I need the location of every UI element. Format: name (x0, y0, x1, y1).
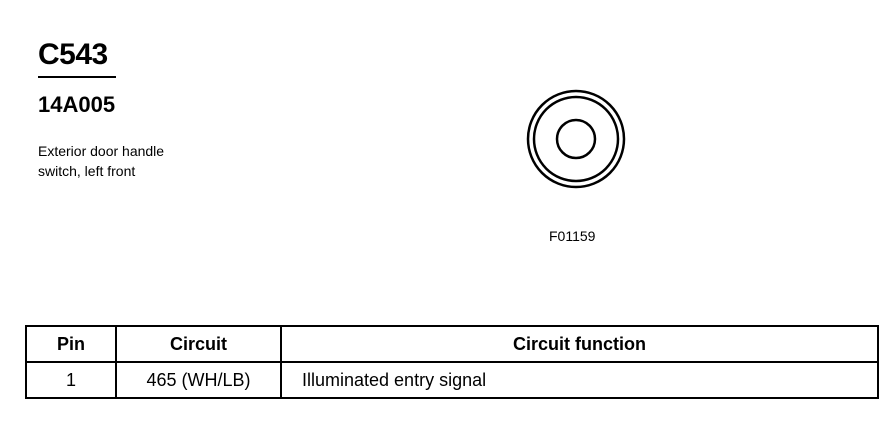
connector-pin-socket (555, 118, 597, 160)
header-circuit-function: Circuit function (280, 325, 879, 363)
header-circuit: Circuit (115, 325, 282, 363)
cell-pin: 1 (25, 361, 117, 399)
pin-table: Pin Circuit Circuit function 1 465 (WH/L… (25, 325, 879, 399)
title-underline (38, 76, 116, 78)
table-header-row: Pin Circuit Circuit function (25, 325, 879, 363)
table-row: 1 465 (WH/LB) Illuminated entry signal (25, 361, 879, 399)
header-pin: Pin (25, 325, 117, 363)
connector-id: C543 (38, 38, 108, 71)
circular-connector-icon (526, 89, 626, 189)
connector-outer-ring (526, 89, 626, 189)
cell-circuit: 465 (WH/LB) (115, 361, 282, 399)
part-number: 14A005 (38, 92, 116, 117)
figure-code: F01159 (549, 228, 596, 244)
connector-inner-ring (532, 95, 620, 183)
cell-circuit-function: Illuminated entry signal (280, 361, 879, 399)
description-line-2: switch, left front (38, 163, 136, 179)
description-line-1: Exterior door handle (38, 143, 165, 159)
connector-description: Exterior door handle switch, left front (38, 141, 164, 181)
